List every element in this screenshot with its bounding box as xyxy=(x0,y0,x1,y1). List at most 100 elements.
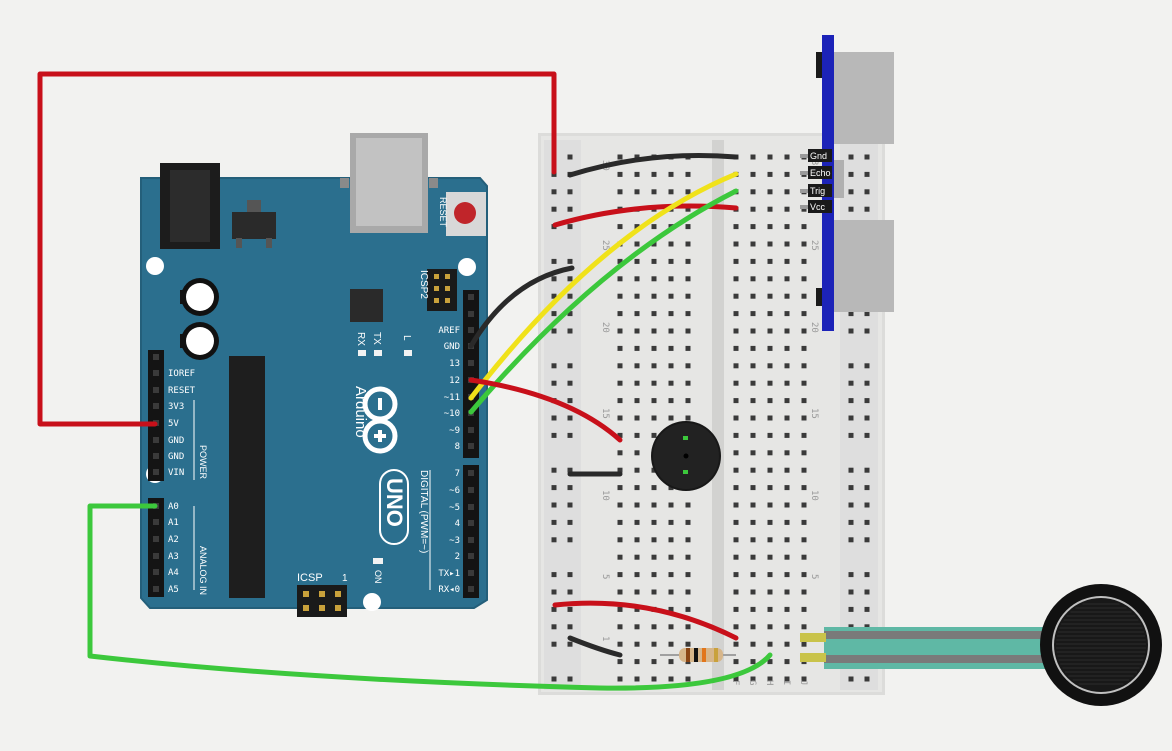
breadboard-hole xyxy=(668,659,674,665)
voltage-regulator xyxy=(232,200,276,248)
breadboard-hole xyxy=(767,258,773,264)
breadboard-hole xyxy=(651,676,657,682)
breadboard-hole xyxy=(651,502,657,508)
breadboard-hole xyxy=(651,328,657,334)
wire-fsr-black xyxy=(567,635,623,658)
rx-label: RX xyxy=(355,332,366,346)
breadboard-hole xyxy=(801,328,807,334)
rail-hole xyxy=(551,415,557,421)
breadboard-hole xyxy=(668,171,674,177)
pin-label: A2 xyxy=(168,535,179,545)
rail-hole xyxy=(864,624,870,630)
rail-hole xyxy=(551,641,557,647)
sensor-pin xyxy=(800,205,810,209)
breadboard-hole xyxy=(733,606,739,612)
analog-label: ANALOG IN xyxy=(198,546,208,595)
rail-hole xyxy=(567,606,573,612)
breadboard-hole xyxy=(784,311,790,317)
breadboard-hole xyxy=(750,398,756,404)
rail-hole xyxy=(567,485,573,491)
breadboard-hole xyxy=(651,345,657,351)
breadboard-hole xyxy=(733,224,739,230)
breadboard-hole xyxy=(685,189,691,195)
rail-hole xyxy=(864,189,870,195)
rail-hole xyxy=(567,537,573,543)
breadboard-hole xyxy=(634,398,640,404)
breadboard-hole xyxy=(617,345,623,351)
breadboard-hole xyxy=(801,624,807,630)
breadboard-hole xyxy=(733,676,739,682)
breadboard-hole xyxy=(668,363,674,369)
breadboard-hole xyxy=(784,606,790,612)
breadboard-hole xyxy=(668,606,674,612)
rail-hole xyxy=(551,311,557,317)
rail-hole xyxy=(567,467,573,473)
breadboard-hole xyxy=(801,519,807,525)
header-pin xyxy=(153,437,159,443)
usb-chip xyxy=(350,289,383,322)
header-pin xyxy=(468,427,474,433)
breadboard-hole xyxy=(784,572,790,578)
rail-hole xyxy=(864,206,870,212)
sensor-pin-label: Echo xyxy=(810,168,831,178)
sensor-pin xyxy=(800,154,810,158)
breadboard-hole xyxy=(801,537,807,543)
breadboard-hole xyxy=(651,171,657,177)
rail-hole xyxy=(864,537,870,543)
header-pin xyxy=(468,504,474,510)
wires xyxy=(37,71,773,691)
rx-led xyxy=(358,350,366,356)
breadboard-hole xyxy=(801,258,807,264)
breadboard-hole xyxy=(801,206,807,212)
rail-hole xyxy=(864,415,870,421)
l-led xyxy=(404,350,412,356)
breadboard-hole xyxy=(617,624,623,630)
digital-header-top xyxy=(463,290,479,458)
rail-hole xyxy=(848,380,854,386)
header-pin xyxy=(153,387,159,393)
breadboard-hole xyxy=(651,276,657,282)
breadboard-hole xyxy=(767,450,773,456)
breadboard-hole xyxy=(668,415,674,421)
rail-hole xyxy=(551,606,557,612)
rail-hole xyxy=(864,398,870,404)
header-pin xyxy=(153,519,159,525)
breadboard-hole xyxy=(784,432,790,438)
breadboard-hole xyxy=(784,189,790,195)
header-pin xyxy=(153,536,159,542)
sensor-pin-label-bg xyxy=(808,184,832,197)
breadboard-hole xyxy=(733,624,739,630)
rail-hole xyxy=(864,432,870,438)
sensor-pin xyxy=(800,189,810,193)
row-number: 10 xyxy=(600,490,610,501)
pin-label: AREF xyxy=(438,326,460,336)
breadboard-hole xyxy=(750,311,756,317)
pin-label: A5 xyxy=(168,585,179,595)
breadboard-hole xyxy=(634,171,640,177)
pin-label: ~9 xyxy=(449,426,460,436)
breadboard-hole xyxy=(651,363,657,369)
breadboard-hole xyxy=(750,293,756,299)
breadboard-hole xyxy=(801,450,807,456)
breadboard-hole xyxy=(767,606,773,612)
rail-hole xyxy=(848,415,854,421)
pin-label: 5V xyxy=(168,419,179,429)
breadboard-hole xyxy=(651,415,657,421)
breadboard-hole xyxy=(617,589,623,595)
breadboard-hole xyxy=(733,380,739,386)
breadboard-hole xyxy=(750,450,756,456)
rail-hole xyxy=(864,589,870,595)
breadboard-hole xyxy=(685,641,691,647)
breadboard-hole xyxy=(784,641,790,647)
rail-hole xyxy=(567,206,573,212)
breadboard-hole xyxy=(750,241,756,247)
breadboard-hole xyxy=(651,293,657,299)
column-letter: I xyxy=(781,680,791,685)
rail-hole xyxy=(848,537,854,543)
reset-button[interactable] xyxy=(446,192,486,236)
capacitor xyxy=(180,322,219,360)
breadboard-hole xyxy=(651,485,657,491)
on-led xyxy=(373,558,383,564)
breadboard-hole xyxy=(767,398,773,404)
rail-hole xyxy=(864,380,870,386)
